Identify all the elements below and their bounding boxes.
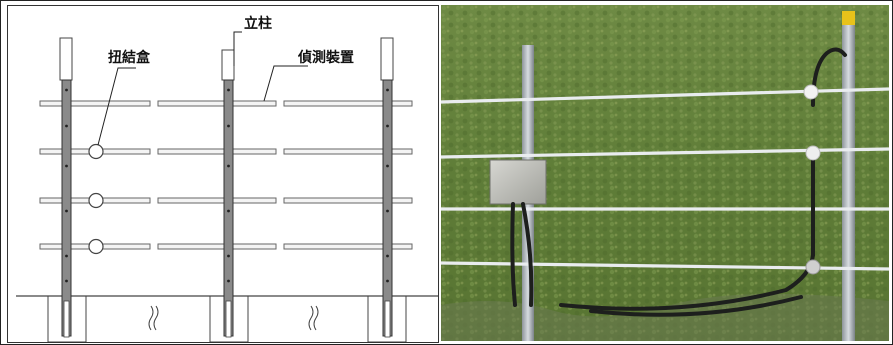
posts: [59, 37, 394, 338]
wire-segment: [283, 100, 413, 107]
photo-cables: [510, 47, 847, 317]
wire-segment: [39, 100, 151, 107]
fence-schematic-drawing: 扭結盒 立柱 偵測裝置: [7, 5, 439, 343]
wire-segment: [283, 243, 413, 250]
wire-segment: [283, 148, 413, 155]
wire-segment: [157, 100, 277, 107]
fence-post: [380, 37, 394, 338]
fence-photo: [441, 5, 889, 341]
wire-segment: [157, 148, 277, 155]
post-cap-yellow: [842, 11, 855, 25]
photo-post-right: [842, 17, 855, 341]
photo-junction-box: [489, 159, 547, 205]
break-mark: [308, 305, 314, 331]
leader-junction-box: [97, 67, 136, 146]
label-detector: 偵測裝置: [297, 49, 354, 66]
label-post: 立柱: [244, 15, 272, 32]
label-junction-box: 扭結盒: [108, 49, 151, 66]
junction-box-circle: [88, 143, 104, 160]
junction-box-circle: [88, 192, 104, 209]
junction-boxes: [88, 143, 104, 255]
photo-detectors: [803, 84, 821, 275]
fence-post: [221, 49, 235, 338]
leader-post: [233, 31, 242, 66]
wire-segment: [157, 197, 277, 204]
fence-schematic-svg: 扭結盒 立柱 偵測裝置: [16, 15, 438, 342]
leader-lines: [97, 31, 308, 146]
fence-photo-svg: [441, 5, 889, 341]
junction-box-circle: [88, 238, 104, 255]
break-mark: [148, 305, 154, 331]
wire-segment: [283, 197, 413, 204]
wire-segment: [157, 243, 277, 250]
leader-detector: [263, 65, 308, 102]
break-mark: [153, 305, 159, 331]
break-mark: [313, 305, 319, 331]
fence-post: [59, 37, 73, 338]
post-rivets: [65, 88, 389, 283]
ground-patch: [441, 293, 889, 341]
